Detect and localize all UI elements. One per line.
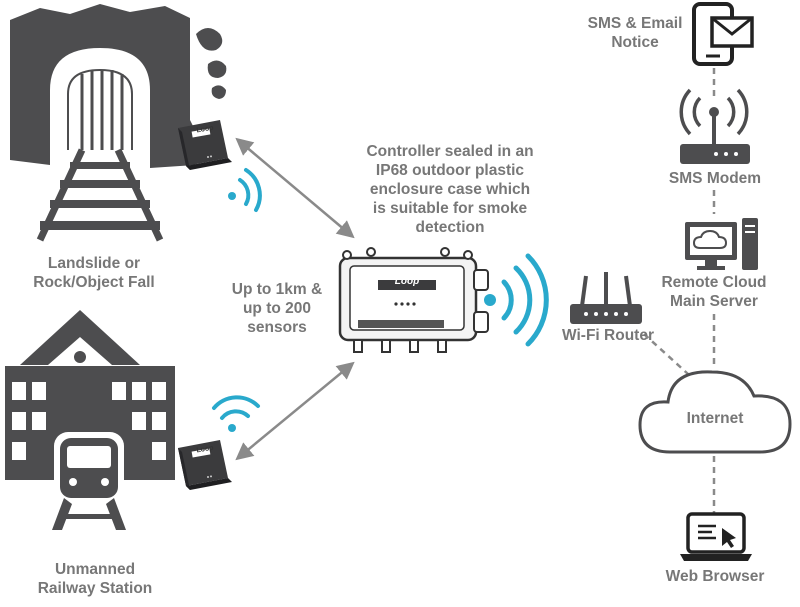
server-label: Remote Cloud Main Server [646,273,782,311]
phone-email-icon [692,2,754,66]
cloud-icon [638,370,792,454]
railway-label-line-1: Unmanned [54,561,136,578]
wifi-router-icon [570,272,642,324]
range-label-line-3: sensors [247,319,307,336]
railway-label: Unmanned Railway Station [10,560,180,598]
server-label-line-2: Main Server [670,293,758,310]
wireless-sensor-icon [178,120,232,170]
landslide-label: Landslide or Rock/Object Fall [8,254,180,292]
controller-label-line-3: enclosure case which [369,181,531,198]
wireless-sensor-icon [178,440,232,490]
network-dashed-links [643,68,716,514]
controller-label-line-2: IP68 outdoor plastic [375,162,525,179]
range-label-line-2: up to 200 [242,300,312,317]
wifi-signal-icon [228,168,262,212]
controller-brand: Loop [394,276,420,287]
railway-station-icon [5,310,175,540]
sms-modem-icon [679,88,750,164]
server-label-line-1: Remote Cloud [661,274,767,291]
landslide-label-line-1: Landslide or [47,255,141,272]
landslide-label-line-2: Rock/Object Fall [33,274,155,291]
controller-label-line-5: detection [415,219,485,236]
internet-label: Internet [686,410,744,427]
tunnel-railway-icon [10,4,227,242]
wifi-signal-icon [484,253,549,347]
sms-label-line-2: Notice [611,34,659,51]
controller-label-line-1: Controller sealed in an [366,143,534,160]
connection-arrows [235,137,355,461]
wifi-signal-icon [212,395,260,432]
sms-label-line-1: SMS & Email [587,15,683,32]
range-label: Up to 1km & up to 200 sensors [212,280,342,337]
range-label-line-1: Up to 1km & [231,281,323,298]
railway-label-line-2: Railway Station [37,580,153,597]
controller-label-line-4: is suitable for smoke [372,200,528,217]
browser-label: Web Browser [665,568,765,585]
modem-label: SMS Modem [668,170,762,187]
controller-label: Controller sealed in an IP68 outdoor pla… [330,142,570,237]
server-computer-icon [685,218,758,270]
sms-label: SMS & Email Notice [572,14,698,52]
laptop-browser-icon [680,512,752,561]
router-label: Wi-Fi Router [562,327,654,344]
controller-enclosure-icon [338,247,489,353]
